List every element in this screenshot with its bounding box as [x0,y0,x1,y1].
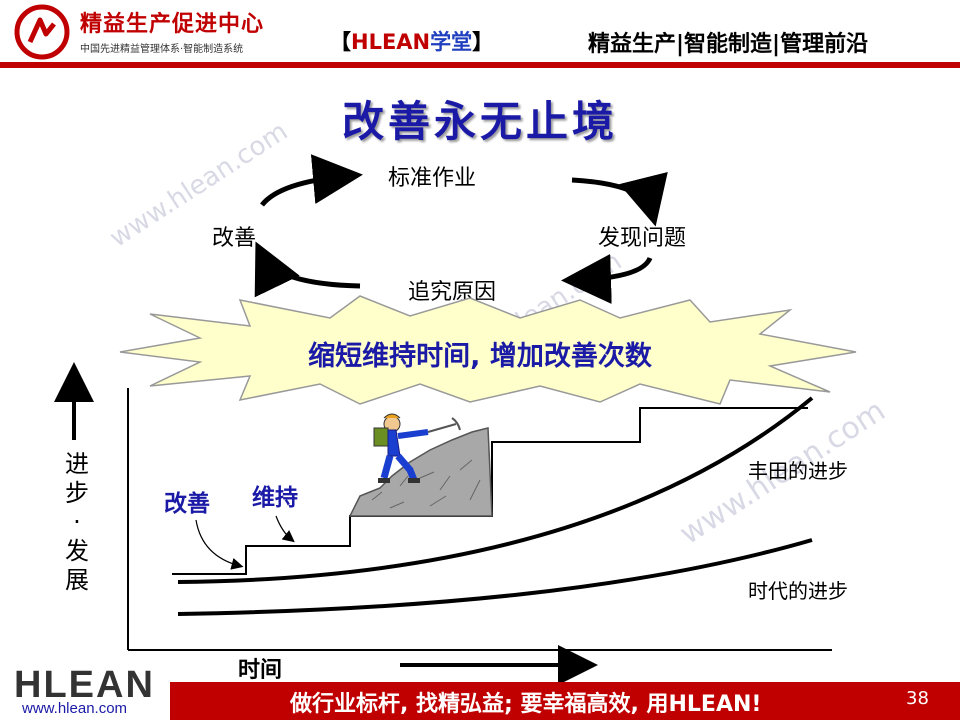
era-progress-curve [177,538,813,616]
brand-logo-icon [14,4,70,60]
cycle-find-problem: 发现问题 [598,226,687,251]
tag-hlean: HLEAN [351,30,431,54]
toyota-progress-curve [177,396,814,584]
slide-title: 改善永无止境 [341,97,618,146]
label-toyota-progress: 丰田的进步 [748,459,848,483]
cycle-arrow-top-right [571,171,668,227]
starburst-text: 缩短维持时间, 增加改善次数 [308,341,652,372]
tag-close-bracket: 】 [472,30,494,54]
brand-title: 精益生产促进中心 [80,12,265,37]
header [0,0,960,72]
label-maintain: 维持 [252,485,298,511]
y-axis-label: 进步·发展 [65,450,89,594]
cycle-standard-work: 标准作业 [388,166,477,191]
label-improve: 改善 [164,491,210,517]
mountain-texture [371,459,481,509]
brand-subtitle: 中国先进精益管理体系·智能制造系统 [80,44,244,55]
climber-icon [373,413,461,483]
x-axis-label: 时间 [238,658,283,683]
maintain-pointer-arrow [275,515,295,543]
cycle-improve: 改善 [212,226,257,251]
cycle-arrow-top-left [260,154,363,207]
footer-slogan: 做行业标杆, 找精弘益; 要幸福高效, 用HLEAN! [290,692,762,717]
cycle-root-cause: 追究原因 [408,280,497,305]
mountain-shape [348,427,493,517]
footer-logo: HLEAN [14,664,155,706]
hlean-school-tag: 【HLEAN学堂】 [330,26,493,56]
footer-bar [170,682,960,720]
footer-url[interactable]: www.hlean.com [22,700,128,717]
page-number: 38 [906,688,929,709]
improve-pointer-arrow [195,519,244,570]
cycle-arrow-bottom-right [561,253,653,304]
header-slogan: 精益生产|智能制造|管理前沿 [588,32,869,57]
header-divider [0,62,960,68]
cycle-arrow-bottom-left [254,241,361,298]
label-era-progress: 时代的进步 [748,579,848,603]
tag-school: 学堂 [430,30,473,54]
tag-open-bracket: 【 [330,30,351,54]
